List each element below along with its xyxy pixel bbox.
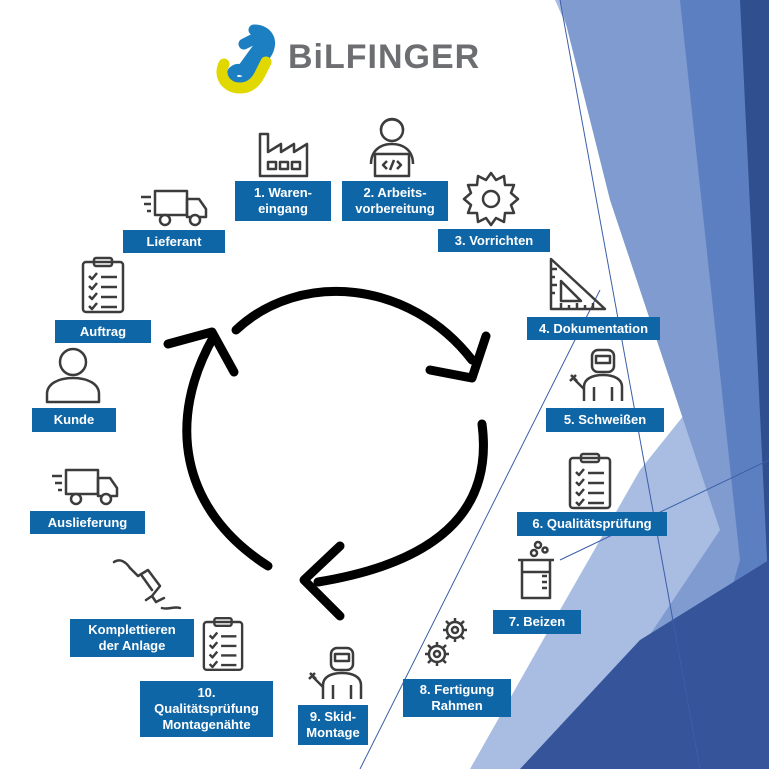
step-label: 10. Qualitätsprüfung Montagenähte — [140, 681, 273, 737]
step-label: Kunde — [32, 408, 116, 432]
step-label: 8. Fertigung Rahmen — [403, 679, 511, 717]
step-label: 1. Waren- eingang — [235, 181, 331, 221]
step-label: 2. Arbeits- vorbereitung — [342, 181, 448, 221]
bilfinger-logo-mark — [216, 24, 275, 94]
programmer-icon — [365, 114, 419, 178]
cycle-arrow-top — [231, 286, 477, 365]
step-label: Auftrag — [55, 320, 151, 343]
checklist-icon — [80, 256, 126, 314]
plug-icon — [112, 556, 182, 612]
welder-icon — [568, 347, 626, 403]
bilfinger-logo: BiLFINGER — [214, 24, 484, 94]
step-label: Auslieferung — [30, 511, 145, 534]
welder-icon — [307, 645, 365, 701]
cycle-arrow-left — [182, 331, 273, 571]
checklist-icon — [567, 452, 613, 510]
person-icon — [44, 346, 102, 404]
cycle-arrowhead-left — [163, 327, 239, 377]
step-label: 4. Dokumentation — [527, 317, 660, 340]
step-label: 6. Qualitätsprüfung — [517, 512, 667, 536]
checklist-icon — [201, 616, 245, 672]
factory-icon — [257, 128, 309, 178]
gears-icon — [422, 613, 472, 671]
truck-icon — [50, 466, 120, 506]
step-label: Lieferant — [123, 230, 225, 253]
step-label: 9. Skid- Montage — [298, 705, 368, 745]
step-label: 7. Beizen — [493, 610, 581, 634]
step-label: 3. Vorrichten — [438, 229, 550, 252]
cycle-arrowhead-top — [425, 331, 491, 383]
step-label: 5. Schweißen — [546, 408, 664, 432]
beaker-icon — [514, 540, 558, 602]
cycle-arrowhead-bottom — [299, 541, 345, 621]
truck-icon — [139, 187, 209, 227]
saw-blade-icon — [462, 170, 520, 228]
brand-name: BiLFINGER — [288, 38, 481, 76]
set-square-icon — [547, 255, 609, 313]
step-label: Komplettieren der Anlage — [70, 619, 194, 657]
cycle-arrow-right — [313, 419, 488, 587]
